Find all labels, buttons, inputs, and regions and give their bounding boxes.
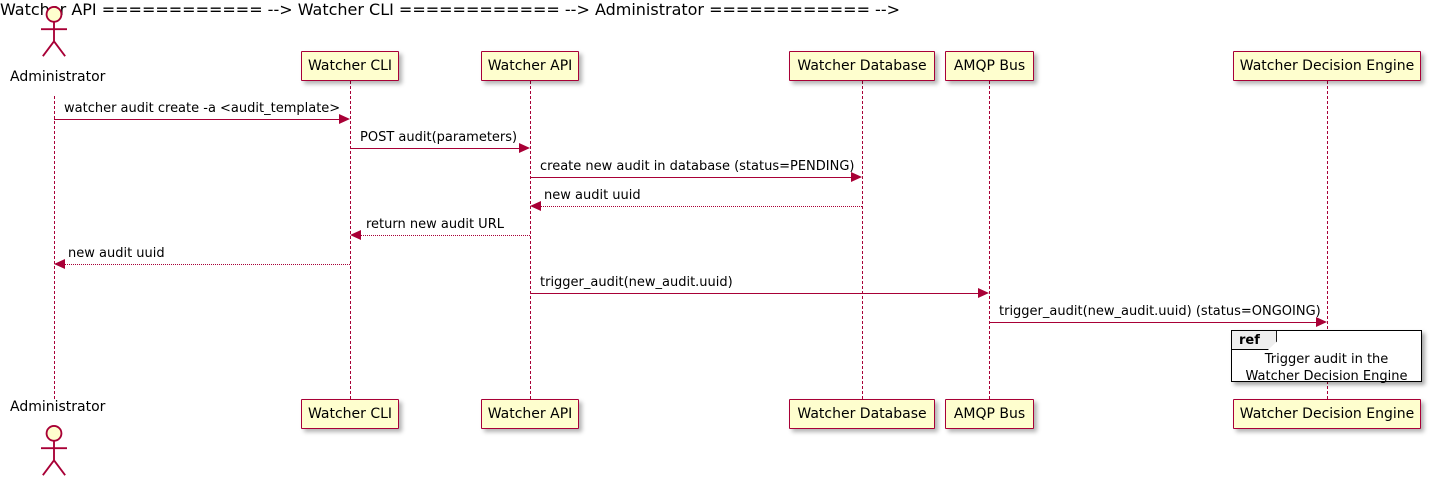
message-arrowhead-7 bbox=[978, 288, 989, 298]
message-arrowhead-6 bbox=[54, 259, 65, 269]
message-line-2 bbox=[350, 148, 519, 149]
message-label-5: return new audit URL bbox=[366, 217, 504, 232]
lifeline-administrator bbox=[54, 96, 55, 399]
ref-fragment-tag: ref bbox=[1232, 331, 1277, 350]
message-arrowhead-5 bbox=[350, 230, 361, 240]
message-arrowhead-3 bbox=[851, 172, 862, 182]
actor-label-administrator-top: Administrator bbox=[10, 69, 106, 85]
participant-label: Watcher Database bbox=[797, 58, 927, 74]
actor-figure-administrator-top bbox=[41, 6, 67, 57]
message-arrowhead-4 bbox=[530, 201, 541, 211]
lifeline-watcher-api bbox=[530, 81, 531, 399]
message-arrowhead-8 bbox=[1316, 317, 1327, 327]
ref-fragment-line-2: Watcher Decision Engine bbox=[1245, 369, 1408, 384]
actor-label-administrator-bottom: Administrator bbox=[10, 399, 106, 415]
message-label-6: new audit uuid bbox=[68, 246, 165, 261]
participant-watcher-api-bottom[interactable]: Watcher API bbox=[481, 399, 579, 429]
message-label-4: new audit uuid bbox=[544, 188, 641, 203]
participant-watcher-cli-bottom[interactable]: Watcher CLI bbox=[301, 399, 399, 429]
message-line-4 bbox=[541, 206, 862, 207]
participant-amqp-bus-bottom[interactable]: AMQP Bus bbox=[945, 399, 1034, 429]
lifeline-watcher-cli bbox=[350, 81, 351, 399]
participant-watcher-api-top[interactable]: Watcher API bbox=[481, 51, 579, 81]
message-label-7: trigger_audit(new_audit.uuid) bbox=[540, 275, 733, 290]
ref-fragment-line-1: Trigger audit in the bbox=[1264, 352, 1389, 367]
participant-label: AMQP Bus bbox=[953, 406, 1026, 422]
message-label-3: create new audit in database (status=PEN… bbox=[540, 159, 855, 174]
participant-label: Watcher CLI bbox=[307, 58, 393, 74]
message-arrowhead-1 bbox=[339, 114, 350, 124]
message-line-8 bbox=[989, 322, 1316, 323]
participant-label: Watcher CLI bbox=[307, 406, 393, 422]
participant-watcher-database-bottom[interactable]: Watcher Database bbox=[789, 399, 935, 429]
message-line-7 bbox=[530, 293, 978, 294]
participant-label: Watcher Decision Engine bbox=[1239, 58, 1415, 74]
ref-fragment-body: Trigger audit in the Watcher Decision En… bbox=[1232, 351, 1421, 385]
message-label-2: POST audit(parameters) bbox=[360, 130, 518, 145]
participant-watcher-decision-engine-bottom[interactable]: Watcher Decision Engine bbox=[1233, 399, 1421, 429]
participant-label: AMQP Bus bbox=[953, 58, 1026, 74]
message-label-8: trigger_audit(new_audit.uuid) (status=ON… bbox=[999, 304, 1321, 319]
message-line-3 bbox=[530, 177, 851, 178]
participant-watcher-database-top[interactable]: Watcher Database bbox=[789, 51, 935, 81]
lifeline-watcher-decision-engine bbox=[1327, 81, 1328, 399]
message-line-1 bbox=[54, 119, 339, 120]
lifeline-amqp-bus bbox=[989, 81, 990, 399]
message-label-1: watcher audit create -a <audit_template> bbox=[64, 101, 341, 116]
participant-label: Watcher Database bbox=[797, 406, 927, 422]
participant-watcher-decision-engine-top[interactable]: Watcher Decision Engine bbox=[1233, 51, 1421, 81]
ref-fragment: ref Trigger audit in the Watcher Decisio… bbox=[1231, 330, 1422, 385]
participant-label: Watcher Decision Engine bbox=[1239, 406, 1415, 422]
message-line-6 bbox=[65, 264, 350, 265]
lifeline-watcher-database bbox=[862, 81, 863, 399]
message-line-5 bbox=[361, 235, 530, 236]
participant-label: Watcher API bbox=[487, 406, 573, 422]
participant-label: Watcher API bbox=[487, 58, 573, 74]
actor-figure-administrator-bottom bbox=[41, 425, 67, 476]
participant-amqp-bus-top[interactable]: AMQP Bus bbox=[945, 51, 1034, 81]
participant-watcher-cli-top[interactable]: Watcher CLI bbox=[301, 51, 399, 81]
message-arrowhead-2 bbox=[519, 143, 530, 153]
